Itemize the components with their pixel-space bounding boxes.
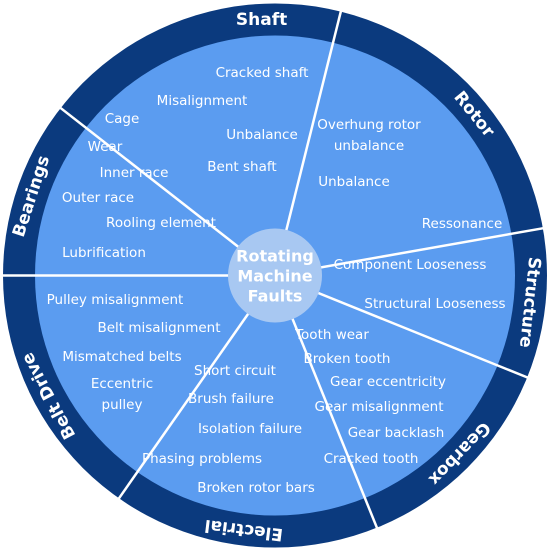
fault-item-electrial: Phasing problems [142, 451, 262, 467]
fault-item-gearbox: Broken tooth [304, 351, 391, 367]
fault-item-shaft: Cracked shaft [216, 65, 309, 81]
fault-item-gearbox: Gear backlash [348, 425, 445, 441]
fault-item-belt-drive: Belt misalignment [97, 320, 220, 336]
fault-item-gearbox: Cracked tooth [324, 451, 419, 467]
center-circle [228, 228, 322, 323]
fault-item-rotor: Unbalance [318, 174, 390, 190]
fault-item-bearings: Lubrification [62, 245, 146, 261]
fault-item-belt-drive: Mismatched belts [62, 349, 181, 365]
fault-item-belt-drive: pulley [102, 397, 143, 413]
center-title-line: Machine [237, 267, 312, 286]
fault-item-electrial: Short circuit [194, 363, 276, 379]
fault-item-belt-drive: Eccentric [91, 376, 153, 392]
fault-item-bearings: Wear [88, 139, 123, 155]
fault-item-structure: Component Looseness [334, 257, 487, 273]
fault-item-gearbox: Tooth wear [294, 327, 369, 343]
fault-item-electrial: Broken rotor bars [197, 480, 315, 496]
fault-item-rotor: unbalance [334, 138, 404, 154]
fault-item-belt-drive: Pulley misalignment [47, 292, 184, 308]
fault-item-structure: Structural Looseness [364, 296, 505, 312]
category-label-shaft: Shaft [236, 10, 287, 30]
fault-item-shaft: Unbalance [226, 127, 298, 143]
fault-item-electrial: Isolation failure [198, 421, 302, 437]
center-title-line: Faults [248, 287, 303, 306]
fault-item-bearings: Outer race [62, 190, 134, 206]
fault-item-bearings: Inner race [100, 165, 169, 181]
fault-item-shaft: Misalignment [157, 93, 248, 109]
fault-item-gearbox: Gear eccentricity [330, 374, 446, 390]
fault-item-electrial: Brush failure [188, 391, 274, 407]
fault-item-rotor: Overhung rotor [317, 117, 421, 133]
fault-item-bearings: Cage [105, 111, 140, 127]
fault-item-bearings: Rooling element [106, 215, 216, 231]
fault-item-shaft: Bent shaft [207, 159, 276, 175]
fault-item-structure: Ressonance [422, 216, 503, 232]
fault-item-gearbox: Gear misalignment [314, 399, 443, 415]
center-title-line: Rotating [236, 247, 314, 266]
